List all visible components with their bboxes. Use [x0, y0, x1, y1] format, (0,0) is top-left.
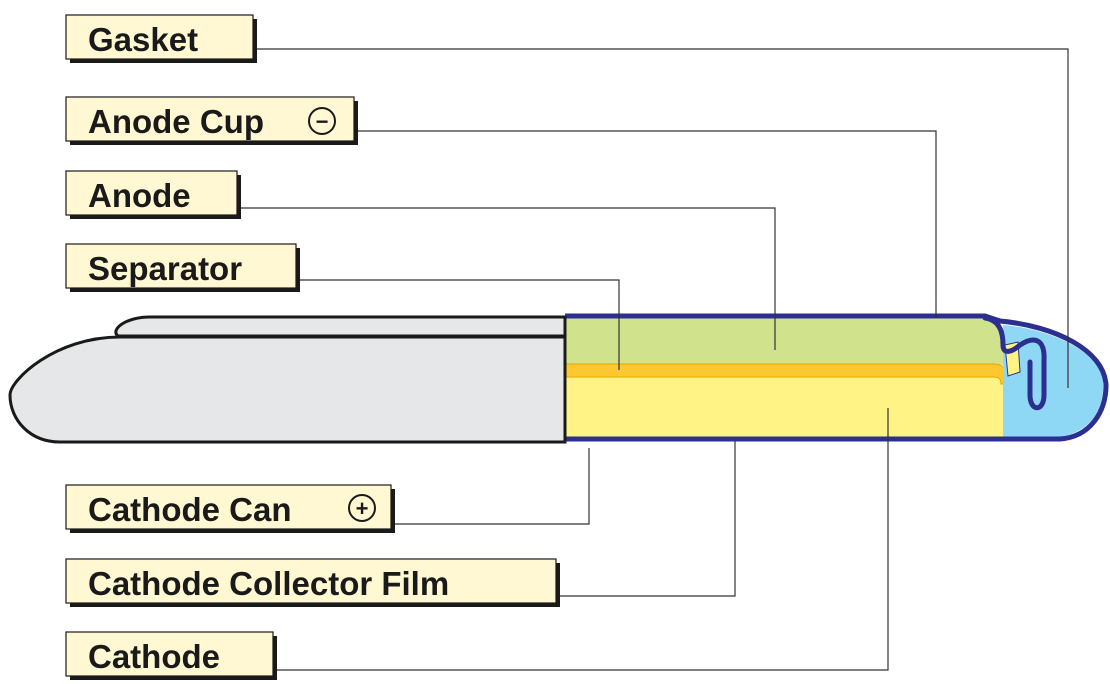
leader-anode	[239, 207, 776, 350]
leader-separator	[298, 279, 620, 370]
label-separator: Separator	[65, 243, 300, 292]
leader-cathode-collector-film	[558, 441, 736, 597]
label-anode-cup: Anode Cup −	[65, 96, 358, 145]
label-cathode-text: Cathode	[88, 638, 220, 675]
leader-cathode	[275, 408, 889, 671]
cathode-can-outline	[565, 313, 1109, 442]
anode-cup-curl	[982, 315, 1047, 411]
leader-cathode-can	[395, 448, 590, 525]
label-anode-cup-text: Anode Cup	[88, 103, 264, 140]
label-cathode: Cathode	[65, 631, 277, 680]
anode-cup-sign: −	[316, 109, 329, 134]
cathode-layer	[565, 376, 1003, 438]
cell-cross-section	[563, 313, 1109, 442]
battery-shell	[8, 315, 567, 444]
negative-sign-icon	[308, 107, 336, 135]
label-gasket: Gasket	[65, 14, 257, 63]
anode-layer	[565, 318, 1003, 365]
label-cathode-can-text: Cathode Can	[88, 491, 292, 528]
battery-shell-front	[8, 335, 567, 444]
label-anode: Anode	[65, 170, 241, 219]
battery-shell-back	[114, 315, 567, 338]
label-anode-text: Anode	[88, 177, 191, 214]
label-separator-text: Separator	[88, 250, 242, 287]
label-cathode-collector-film: Cathode Collector Film	[65, 558, 560, 607]
leader-anode-cup	[358, 130, 937, 318]
label-cathode-can: Cathode Can +	[65, 484, 395, 533]
separator-layer	[564, 363, 1008, 385]
cathode-can-sign: +	[356, 496, 369, 521]
label-gasket-text: Gasket	[88, 21, 198, 58]
positive-sign-icon	[348, 494, 376, 522]
gasket-area	[1003, 325, 1104, 437]
leader-gasket	[255, 48, 1069, 388]
leader-lines	[239, 48, 1069, 671]
label-cathode-collector-film-text: Cathode Collector Film	[88, 565, 449, 602]
